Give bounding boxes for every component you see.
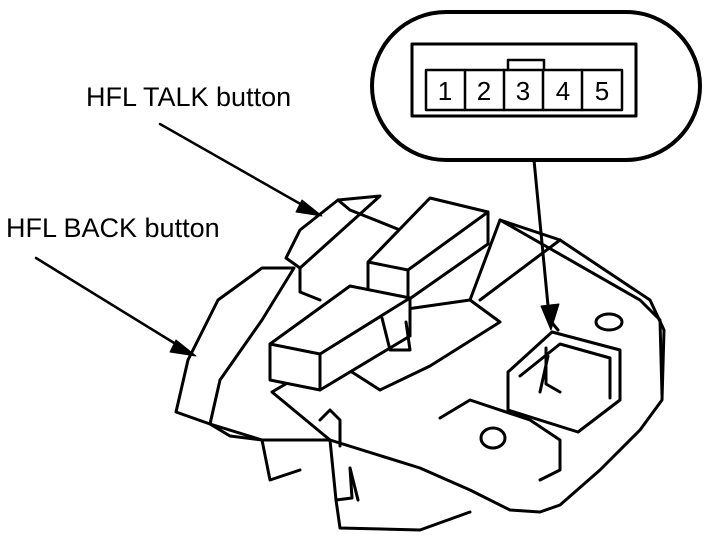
- pin-1-label: 1: [438, 76, 452, 106]
- talk-button-label: HFL TALK button: [86, 82, 292, 112]
- switch-body: [174, 194, 666, 532]
- connector-callout: [370, 10, 702, 162]
- back-button-label: HFL BACK button: [6, 213, 220, 243]
- talk-leader-line: [158, 122, 323, 217]
- pin-5-label: 5: [595, 76, 609, 106]
- back-leader-line: [34, 256, 197, 357]
- connector-arrow: [532, 158, 560, 331]
- pin-3-label: 3: [516, 76, 530, 106]
- pin-2-label: 2: [477, 76, 491, 106]
- pin-4-label: 4: [556, 76, 570, 106]
- connector-pin-labels: 1 2 3 4 5: [438, 76, 609, 106]
